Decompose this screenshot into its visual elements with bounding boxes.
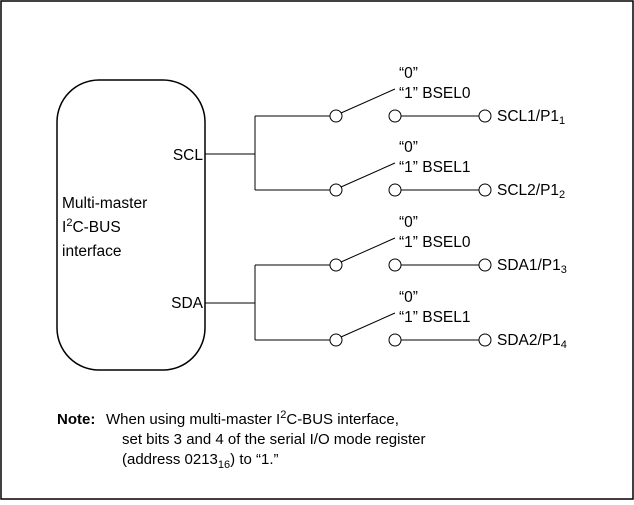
- switch-label-0: “0”: [399, 139, 418, 156]
- block-title-line2: I2C-BUS: [62, 217, 121, 236]
- note-label: Note:: [57, 411, 95, 428]
- output-pin-label: SDA2/P14: [497, 332, 567, 351]
- scl-label: SCL: [173, 147, 204, 164]
- switch-label-1: “1” BSEL0: [399, 85, 471, 102]
- switch-label-1: “1” BSEL1: [399, 309, 471, 326]
- block-title-line1: Multi-master: [62, 195, 147, 212]
- output-pin-label: SDA1/P13: [497, 257, 567, 276]
- block-title-line3: interface: [62, 243, 121, 260]
- switch-label-0: “0”: [399, 65, 418, 82]
- switch-label-0: “0”: [399, 289, 418, 306]
- output-pin-label: SCL1/P11: [497, 108, 565, 127]
- switch-pivot-terminal: [329, 258, 343, 272]
- switch-arm: [340, 312, 396, 338]
- switch-contact-terminal: [388, 183, 402, 197]
- interface-block: [56, 79, 206, 371]
- scl-bus-wires: [205, 115, 330, 191]
- switch-label-0: “0”: [399, 214, 418, 231]
- switch-label-1: “1” BSEL1: [399, 159, 471, 176]
- switch-contact-terminal: [388, 333, 402, 347]
- output-pin-terminal: [478, 109, 492, 123]
- output-pin-terminal: [478, 258, 492, 272]
- switch-arm: [340, 88, 396, 114]
- note-line1: When using multi-master I2C-BUS interfac…: [106, 409, 399, 428]
- note-line3: (address 021316) to “1.”: [122, 451, 279, 471]
- switch-arm: [340, 162, 396, 188]
- output-pin-terminal: [478, 183, 492, 197]
- switch-label-1: “1” BSEL0: [399, 234, 471, 251]
- switch-pivot-terminal: [329, 183, 343, 197]
- switch-pivot-terminal: [329, 333, 343, 347]
- switch-contact-terminal: [388, 258, 402, 272]
- note-line2: set bits 3 and 4 of the serial I/O mode …: [122, 431, 426, 448]
- output-pin-terminal: [478, 333, 492, 347]
- switch-contact-terminal: [388, 109, 402, 123]
- switch-arm: [340, 237, 396, 263]
- switch-pivot-terminal: [329, 109, 343, 123]
- sda-label: SDA: [171, 295, 204, 312]
- sda-bus-wires: [205, 264, 330, 341]
- output-pin-label: SCL2/P12: [497, 182, 565, 201]
